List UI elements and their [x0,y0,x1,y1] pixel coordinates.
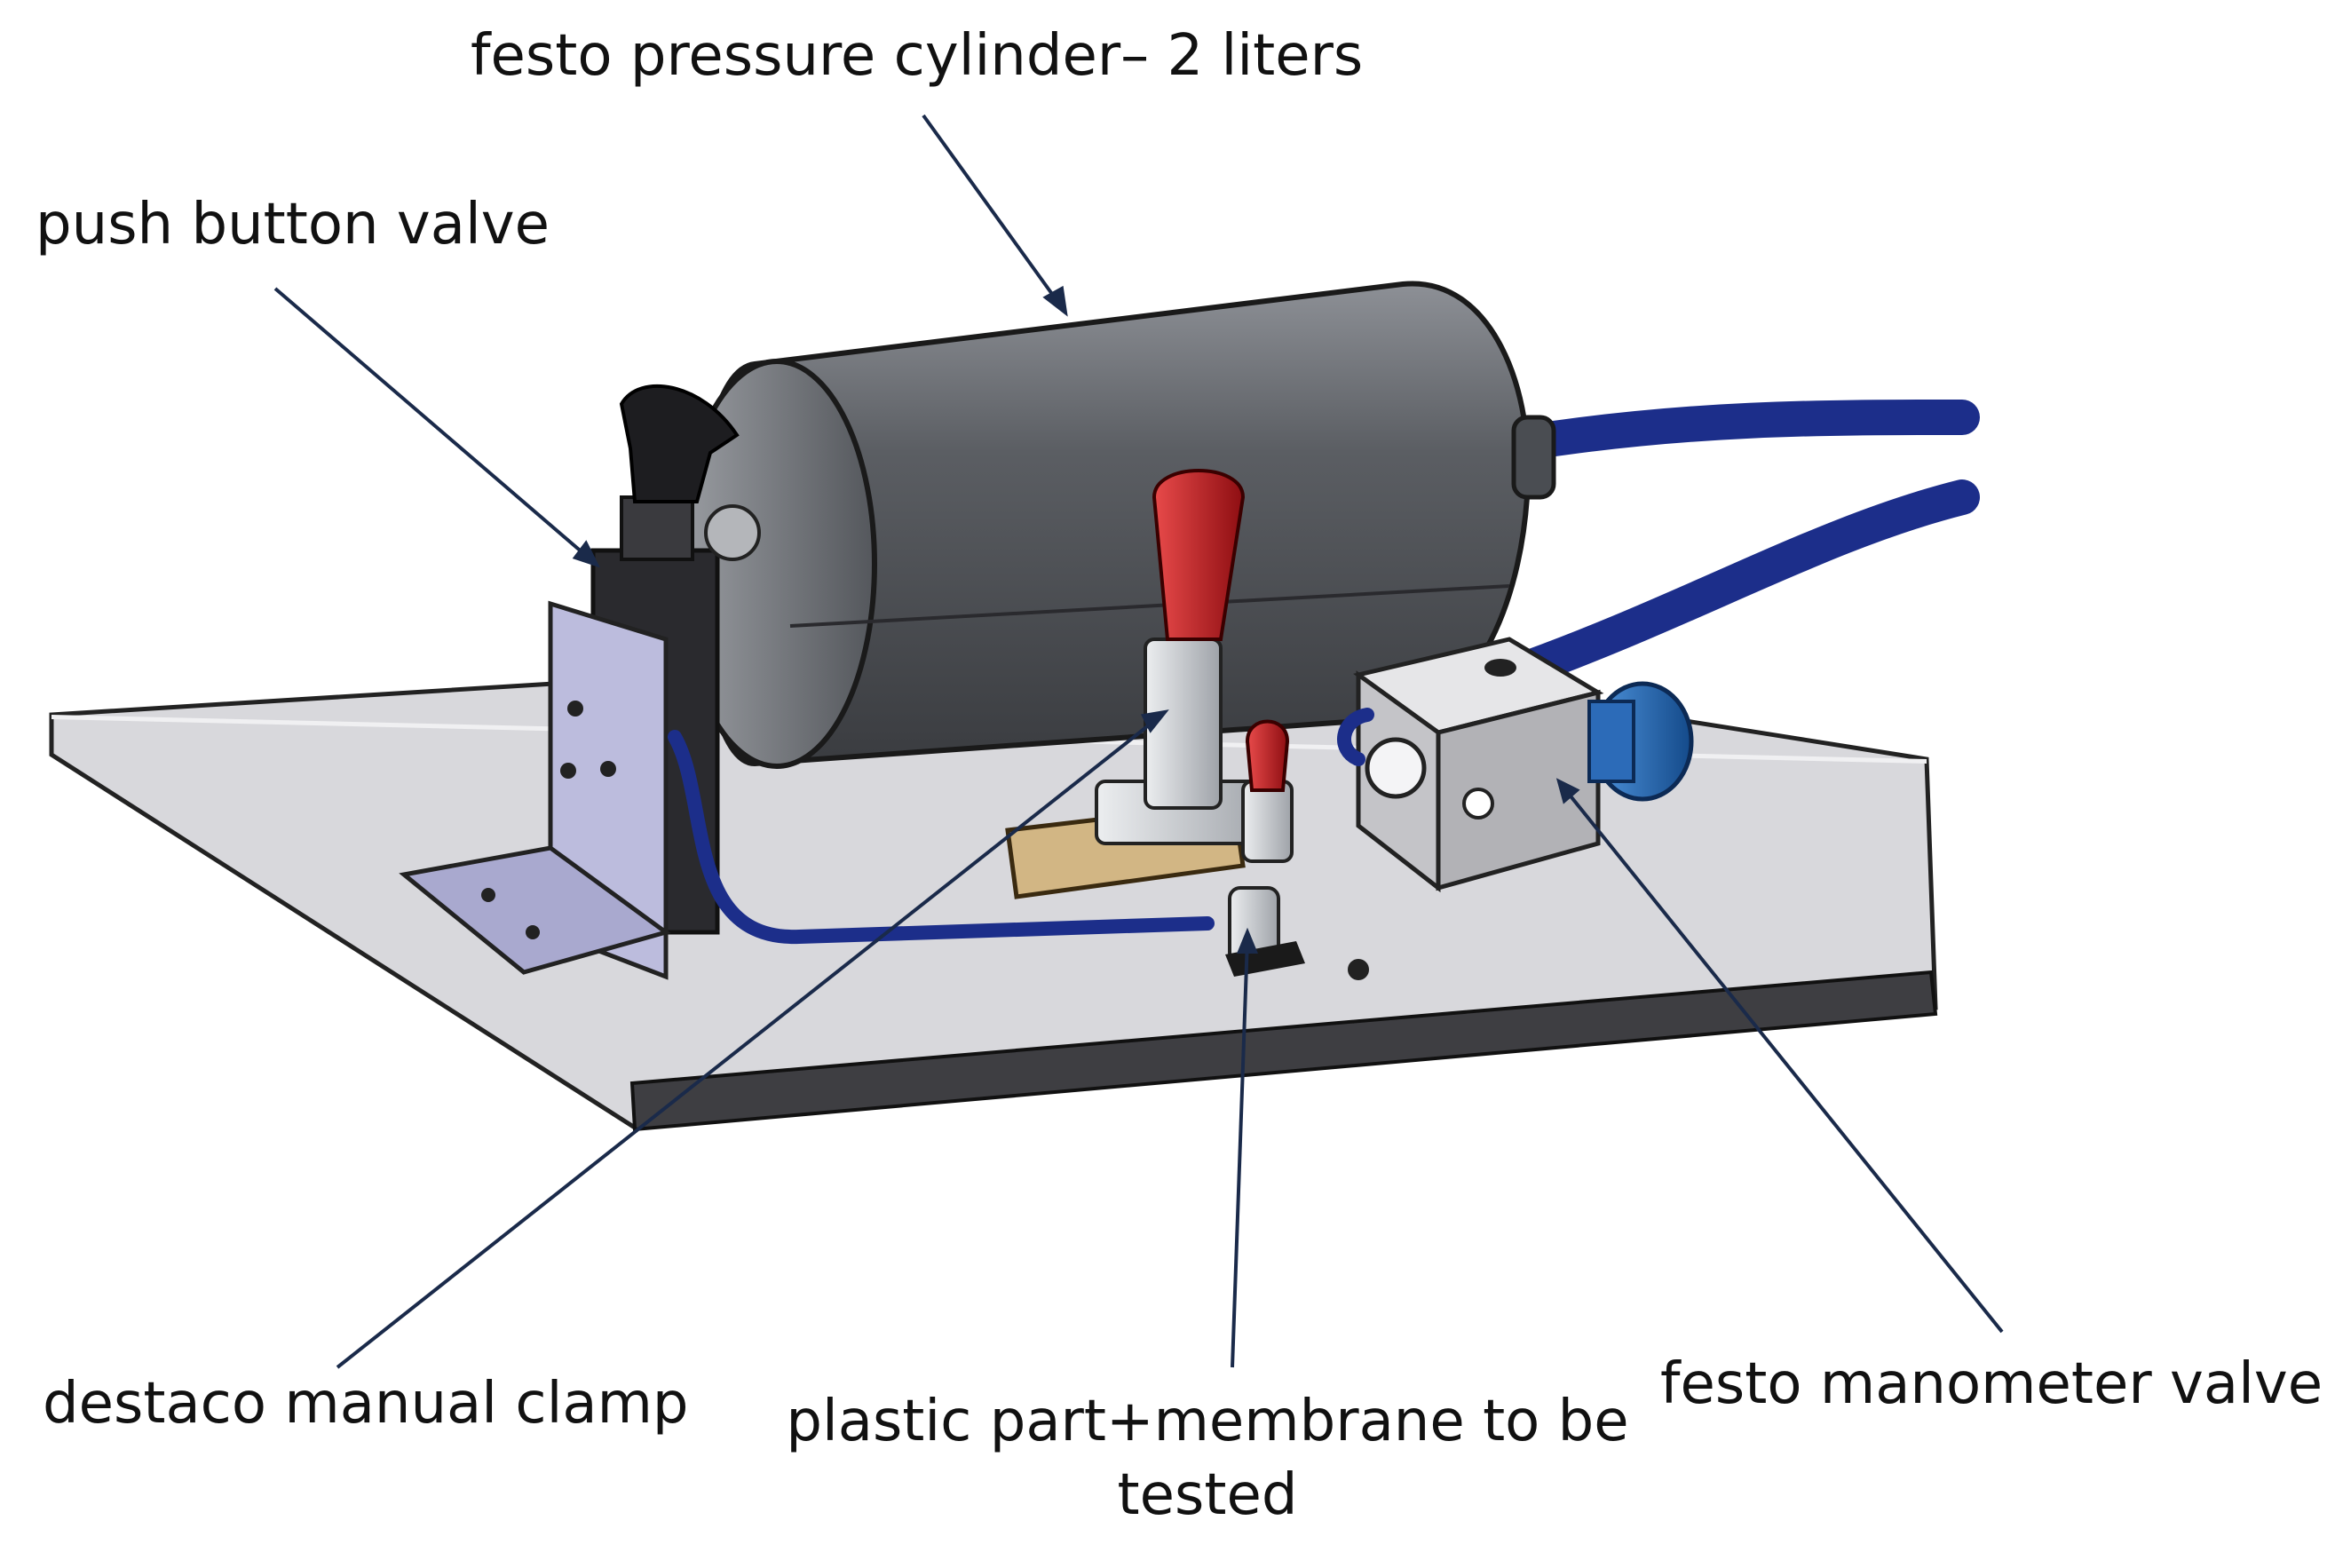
regulator-collar [1587,700,1635,783]
l-bracket-base [399,845,671,975]
bracket-hole [526,925,540,939]
clamp-spindle-cap [1245,719,1290,792]
cylinder-seam [789,584,1510,628]
label-manometer-valve: festo manometer valve [1660,1351,2323,1417]
leader-cylinder [922,114,1063,308]
clamp-handle [1152,469,1246,641]
leader-push-button-valve [273,287,592,561]
leader-lines [273,114,2004,1369]
bracket-hole [600,761,616,777]
bracket-hole [567,701,583,717]
manometer-gauge-port [1365,737,1427,799]
plate-screw [1348,959,1369,980]
arrowhead [1042,285,1068,317]
pressure-cylinder [677,281,1556,769]
bracket-hole [560,763,576,779]
valve-fitting [704,504,761,561]
arrowhead [1141,709,1169,733]
arrowhead [572,540,600,568]
festo-manometer-valve [1337,637,1694,893]
leader-manometer-valve [1563,787,2004,1334]
push-button [619,384,740,503]
lower-hose [1492,479,1980,693]
upper-hose [1500,400,1980,462]
leader-plastic-part [1231,938,1249,1368]
manometer-hose-stub [1337,708,1374,766]
leader-manual-clamp [336,716,1160,1369]
test-hose [668,730,1215,945]
label-plastic-part: plastic part+membrane to be tested [786,1389,1629,1529]
label-push-button-valve: push button valve [36,192,550,257]
manometer-front-face [1436,689,1601,891]
bracket-hole [481,888,495,902]
clamp-spindle [1241,780,1294,863]
valve-stem [620,495,694,561]
label-manual-clamp: destaco manual clamp [43,1371,689,1437]
supply-hoses [1492,400,1980,693]
destaco-manual-clamp [1005,469,1294,899]
base-plate-front-edge [629,970,1938,1132]
cylinder-port [1511,415,1556,500]
arrowhead [1237,927,1258,954]
label-pressure-cylinder: festo pressure cylinder– 2 liters [471,23,1364,89]
push-button-valve-assembly [399,384,761,980]
manometer-hole [1462,788,1494,820]
manometer-port [1484,659,1516,677]
arrowhead [1555,778,1580,804]
